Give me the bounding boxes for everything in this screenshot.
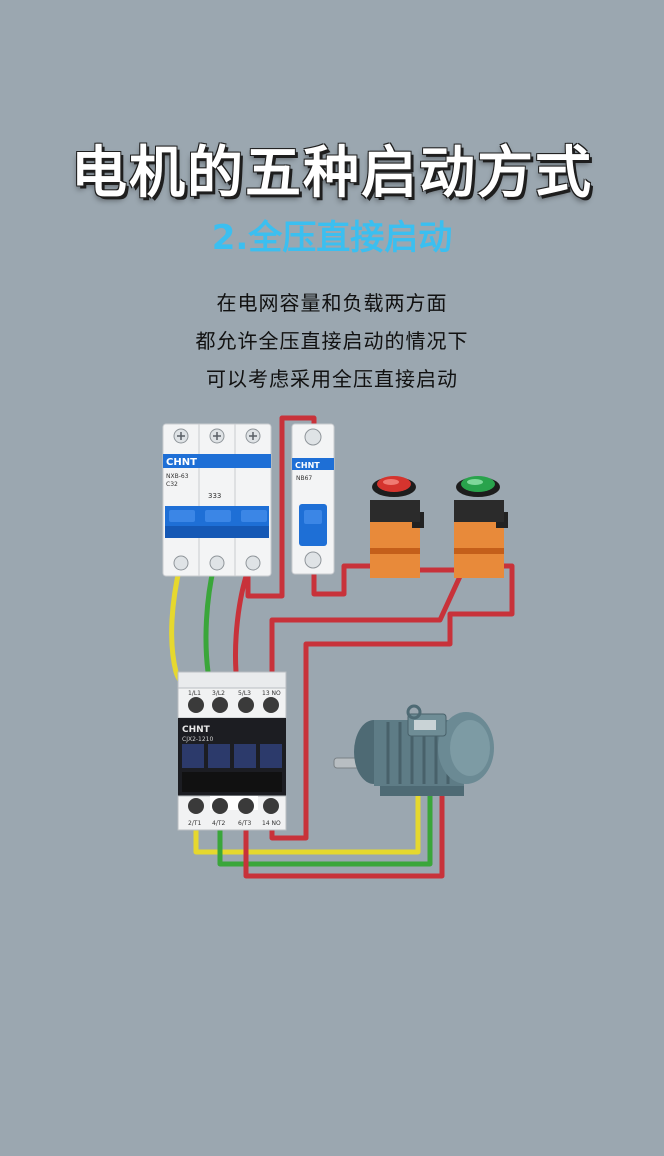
breaker-ratings-small: 333: [208, 492, 221, 500]
stop-button: [370, 476, 424, 578]
wire-red-breaker-to-fuse: [245, 415, 317, 599]
breaker-bottom-screws: [173, 555, 261, 571]
contactor-top-screws: [188, 697, 279, 713]
fuse-model: NB67: [296, 475, 312, 482]
description-line-3: 可以考虑采用全压直接启动: [206, 367, 458, 391]
contactor-terminal-4: 4/T2: [212, 820, 226, 827]
breaker-model: NXB-63: [166, 473, 189, 480]
contactor-terminal-6: 6/T3: [238, 820, 252, 827]
breaker-top-screws: [173, 428, 261, 444]
contactor-terminal-3: 3/L2: [212, 690, 225, 697]
page-title: 电机的五种启动方式: [71, 141, 593, 206]
contactor-terminal-1: 1/L1: [188, 690, 201, 697]
fuse-brand: CHNT: [295, 461, 320, 470]
description-line-1: 在电网容量和负载两方面: [216, 291, 448, 315]
contactor: 1/L1 3/L2 5/L3 13 NO CHNT CJX2-1210 2/T1…: [177, 671, 287, 831]
wire-red-t3-out: [243, 769, 445, 879]
contactor-terminal-14: 14 NO: [262, 820, 281, 827]
start-button: [454, 476, 508, 578]
wire-red-start-to-contactor-no: [269, 569, 465, 693]
breaker-rating: C32: [166, 481, 178, 488]
wire-green-t2-out: [217, 775, 433, 867]
circuit-breaker: CHNT NXB-63 C32 333: [162, 423, 272, 577]
contactor-brand: CHNT: [182, 725, 211, 735]
electric-motor: [333, 704, 494, 796]
breaker-toggle-handles: [165, 506, 269, 538]
contactor-terminal-2: 2/T1: [188, 820, 202, 827]
wire-red-fuse-to-stop: [311, 557, 393, 597]
wire-yellow-t1-out: [193, 787, 421, 855]
control-fuse: CHNT NB67: [291, 423, 335, 575]
contactor-bottom-screws: [188, 798, 279, 814]
page-subtitle: 2.全压直接启动: [211, 218, 453, 258]
contactor-model: CJX2-1210: [182, 736, 214, 743]
contactor-terminal-13: 13 NO: [262, 690, 281, 697]
description-line-2: 都允许全压直接启动的情况下: [195, 329, 469, 353]
breaker-brand: CHNT: [166, 457, 197, 468]
contactor-terminal-5: 5/L3: [238, 690, 251, 697]
wire-red-start-to-coil: [269, 563, 515, 841]
